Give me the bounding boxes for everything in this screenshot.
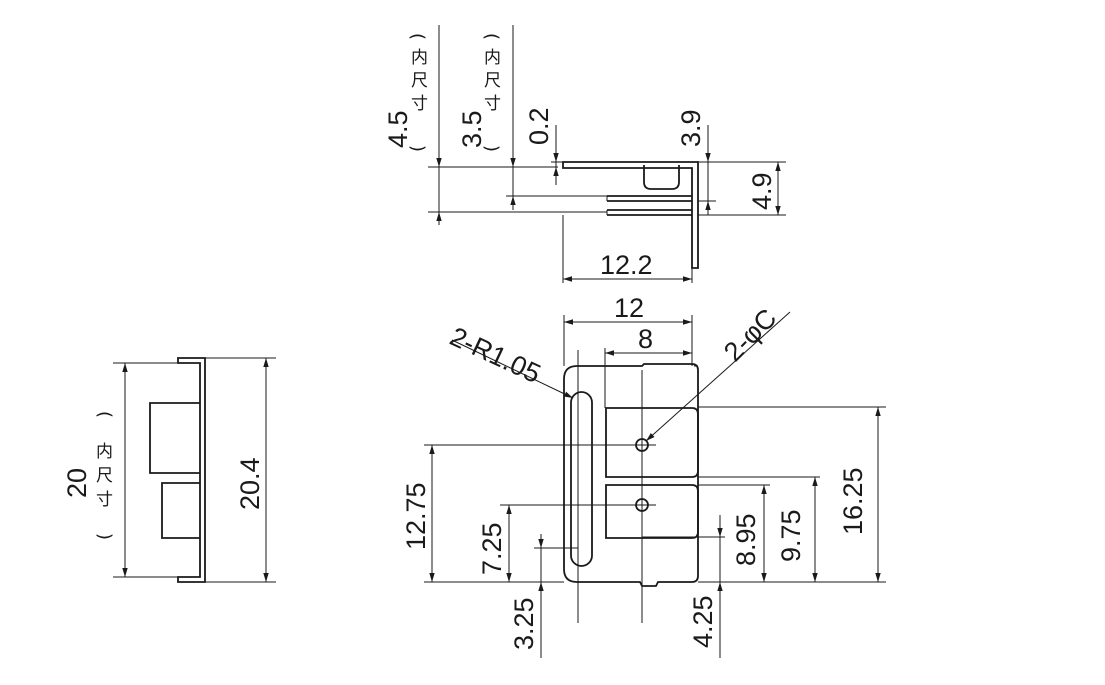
paren-close-1: (	[407, 145, 428, 152]
dim-16-25: 16.25	[812, 407, 881, 582]
dim-20-4: 20.4	[235, 358, 269, 582]
label-20: 20	[62, 468, 92, 498]
dim-3-9: 3.9	[676, 109, 716, 215]
label-8-95: 8.95	[731, 513, 761, 566]
paren-open-2: )	[481, 33, 502, 40]
label-3-25: 3.25	[509, 597, 539, 650]
jp-char-1b: 尺	[411, 71, 428, 91]
label-3-5: 3.5	[457, 110, 487, 148]
dim-4-9: 4.9	[747, 162, 781, 215]
top-view: 4.5 ) 内 尺 寸 ( 3.5 ) 内 尺 寸 ( 0.2	[383, 25, 786, 283]
jp-char-1a: 内	[411, 48, 428, 68]
jp-char-3b: 尺	[96, 466, 113, 486]
leader-radius: 2-R1.05	[445, 321, 574, 399]
paren-open-1: )	[407, 33, 428, 40]
dim-12: 12	[564, 293, 692, 325]
dim-3-5: 3.5 ) 内 尺 寸 (	[457, 25, 516, 210]
label-9-75: 9.75	[776, 509, 806, 562]
dim-7-25: 7.25	[477, 505, 512, 582]
front-extension-lines	[424, 406, 886, 583]
top-extension-lines	[428, 161, 786, 283]
side-view: 20 ) 内 尺 寸 ( 20.4	[62, 357, 276, 583]
front-body	[563, 363, 699, 587]
label-4-9: 4.9	[747, 172, 777, 210]
dim-4-5: 4.5 ) 内 尺 寸 (	[383, 25, 442, 225]
dim-3-25: 3.25	[509, 534, 544, 658]
paren-open-3: )	[94, 411, 115, 418]
label-12-2: 12.2	[600, 250, 653, 280]
label-12-75: 12.75	[401, 482, 431, 550]
paren-close-3: (	[94, 533, 115, 540]
dim-8: 8	[605, 324, 692, 356]
dim-8-95: 8.95	[717, 513, 761, 658]
front-center-lines	[563, 315, 693, 623]
side-profile	[149, 357, 206, 583]
dim-12-75: 12.75	[401, 445, 435, 582]
label-4-5: 4.5	[383, 110, 413, 148]
label-7-25: 7.25	[477, 522, 507, 575]
jp-char-3c: 寸	[96, 490, 113, 510]
label-16-25: 16.25	[838, 467, 868, 535]
label-3-9: 3.9	[676, 109, 706, 147]
leader-hole: 2-φC	[645, 303, 791, 442]
front-view: 12 8 2-R1.05 2-φC 12.75 7.25	[401, 293, 886, 658]
dim-20: 20 ) 内 尺 寸 (	[62, 363, 128, 577]
label-8: 8	[638, 324, 653, 354]
label-hole: 2-φC	[718, 303, 782, 367]
label-radius: 2-R1.05	[445, 321, 545, 389]
dim-0-2: 0.2	[524, 107, 559, 185]
paren-close-2: (	[481, 145, 502, 152]
label-0-2: 0.2	[524, 107, 554, 145]
jp-char-2c: 寸	[484, 94, 501, 114]
jp-char-3a: 内	[96, 442, 113, 462]
dim-9-75: 9.75	[761, 485, 806, 582]
jp-char-2a: 内	[484, 48, 501, 68]
label-12: 12	[614, 293, 644, 323]
label-20-4: 20.4	[235, 457, 265, 510]
dim-4-25: 4.25	[688, 595, 718, 648]
jp-char-1c: 寸	[411, 94, 428, 114]
jp-char-2b: 尺	[484, 71, 501, 91]
label-4-25: 4.25	[688, 595, 718, 648]
dim-12-2: 12.2	[563, 250, 692, 282]
